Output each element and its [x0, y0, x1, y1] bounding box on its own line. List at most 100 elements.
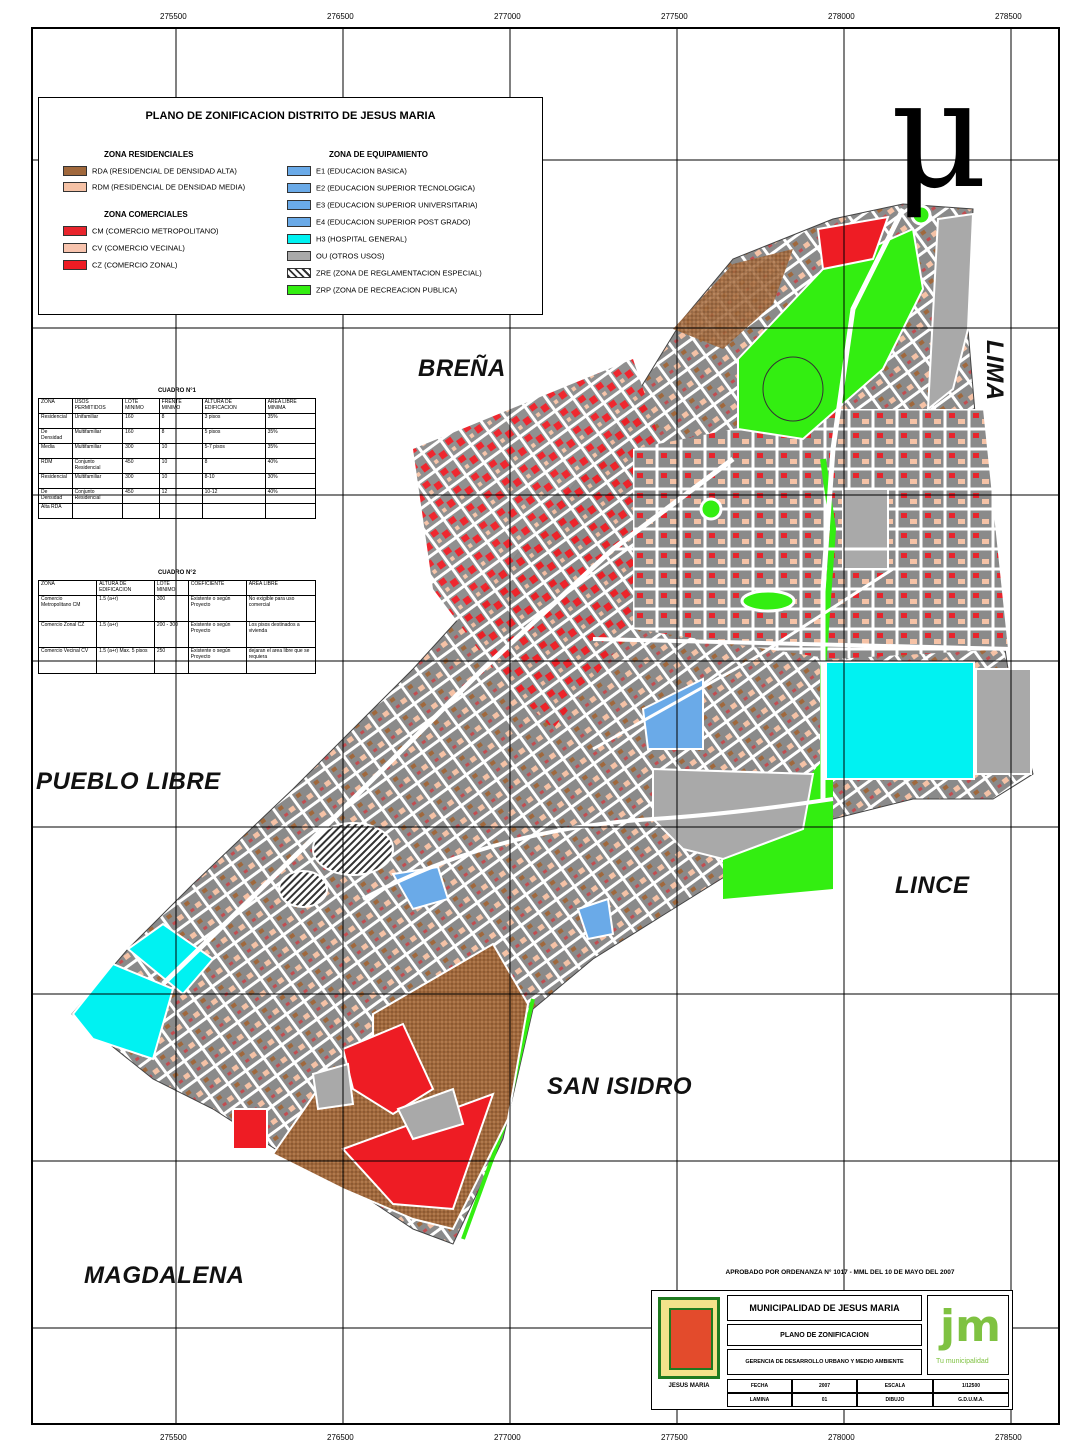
plan-name: PLANO DE ZONIFICACION: [727, 1324, 922, 1346]
swatch-e1: [287, 166, 311, 177]
swatch-zrp: [287, 285, 311, 296]
legend-panel: PLANO DE ZONIFICACION DISTRITO DE JESUS …: [38, 97, 543, 315]
legend-item: RDA (RESIDENCIAL DE DENSIDAD ALTA): [63, 166, 237, 177]
avenue-brasil: [161, 457, 735, 986]
commercial-zone-3: [232, 1108, 268, 1150]
grid-label-top: 278500: [995, 12, 1022, 21]
meta-label: FECHA: [727, 1379, 792, 1393]
grid-label-top: 277500: [661, 12, 688, 21]
legend-item: ZRE (ZONA DE REGLAMENTACION ESPECIAL): [287, 268, 482, 279]
legend-commercial-head: ZONA COMERCIALES: [104, 210, 188, 219]
meta-value: 01: [792, 1393, 857, 1407]
commercial-corridor: [413, 359, 673, 729]
grid-label-bottom: 277000: [494, 1433, 521, 1442]
avenue-diagonal: [592, 567, 894, 751]
legend-title: PLANO DE ZONIFICACION DISTRITO DE JESUS …: [145, 110, 436, 122]
seal-icon: [658, 1297, 720, 1379]
legend-item: OU (OTROS USOS): [287, 251, 384, 262]
plaza-oval: [740, 589, 796, 613]
jm-logo-caption: Tu municipalidad: [936, 1358, 989, 1365]
swatch-rda: [63, 166, 87, 177]
other-uses-north: [926, 212, 975, 412]
swatch-h3: [287, 234, 311, 245]
swatch-rdm: [63, 182, 87, 193]
grid-label-bottom: 275500: [160, 1433, 187, 1442]
other-uses-si-2: [396, 1087, 465, 1141]
stadium-oval: [762, 356, 824, 422]
grid-label-top: 278000: [828, 12, 855, 21]
legend-item: E3 (EDUCACION SUPERIOR UNIVERSITARIA): [287, 200, 478, 211]
legend-item: ZRP (ZONA DE RECREACION PUBLICA): [287, 285, 457, 296]
grid-label-bottom: 278000: [828, 1433, 855, 1442]
grid-label-top: 277000: [494, 12, 521, 21]
municipality-name: MUNICIPALIDAD DE JESUS MARIA: [727, 1295, 922, 1321]
legend-item: CM (COMERCIO METROPOLITANO): [63, 226, 219, 237]
map-frame: [31, 27, 1060, 1425]
grid-label-bottom: 278500: [995, 1433, 1022, 1442]
swatch-e4: [287, 217, 311, 228]
avenue-cuba: [362, 797, 834, 901]
legend-item: E2 (EDUCACION SUPERIOR TECNOLOGICA): [287, 183, 475, 194]
grid-label-bottom: 277500: [661, 1433, 688, 1442]
education-block-3: [576, 897, 615, 941]
avenue-salaverry: [820, 207, 906, 799]
legend-item: E4 (EDUCACION SUPERIOR POST GRADO): [287, 217, 470, 228]
plan-subtitle: GERENCIA DE DESARROLLO URBANO Y MEDIO AM…: [727, 1349, 922, 1375]
special-zone-1: [312, 822, 394, 876]
legend-item: CV (COMERCIO VECINAL): [63, 243, 185, 254]
north-arrow-icon: μ: [890, 48, 988, 222]
commercial-zone-north: [816, 215, 890, 271]
other-uses-central: [842, 488, 889, 570]
grid-label-bottom: 276500: [327, 1433, 354, 1442]
hospital-rebagliati: [825, 661, 975, 780]
avenue-horizontal: [592, 637, 1014, 651]
legend-item: RDM (RESIDENCIAL DE DENSIDAD MEDIA): [63, 182, 245, 193]
hospital-west: [71, 962, 175, 1061]
legend-item: CZ (COMERCIO ZONAL): [63, 260, 177, 271]
rda-zone-north: [673, 249, 793, 349]
zoning-map[interactable]: [33, 29, 1060, 1425]
swatch-cv: [63, 243, 87, 254]
legend-equipment-head: ZONA DE EQUIPAMIENTO: [329, 150, 428, 159]
label-pueblo-libre: PUEBLO LIBRE: [36, 768, 221, 795]
swatch-e2: [287, 183, 311, 194]
label-lima: LIMA: [981, 340, 1008, 401]
swatch-ou: [287, 251, 311, 262]
label-magdalena: MAGDALENA: [84, 1262, 245, 1289]
legend-item: E1 (EDUCACION BASICA): [287, 166, 407, 177]
orthogonal-blocks: [633, 409, 1008, 659]
meta-value: 1/12500: [933, 1379, 1009, 1393]
label-lince: LINCE: [895, 872, 970, 899]
swatch-cm: [63, 226, 87, 237]
special-zone-2: [278, 870, 328, 908]
label-brena: BREÑA: [418, 355, 506, 382]
meta-label: ESCALA: [857, 1379, 933, 1393]
grid-label-top: 276500: [327, 12, 354, 21]
legend-residential-head: ZONA RESIDENCIALES: [104, 150, 194, 159]
legend-item: H3 (HOSPITAL GENERAL): [287, 234, 407, 245]
label-san-isidro: SAN ISIDRO: [547, 1073, 693, 1100]
grid-label-top: 275500: [160, 12, 187, 21]
meta-label: LAMINA: [727, 1393, 792, 1407]
seal-caption: JESUS MARIA: [668, 1383, 710, 1389]
table-2-title: CUADRO N°2: [157, 570, 197, 576]
table-row: Alta RDA: [38, 503, 317, 519]
jm-logo-icon: jm Tu municipalidad: [927, 1295, 1009, 1375]
commercial-zone-1: [341, 1022, 435, 1116]
title-block: JESUS MARIA MUNICIPALIDAD DE JESUS MARIA…: [651, 1290, 1013, 1410]
